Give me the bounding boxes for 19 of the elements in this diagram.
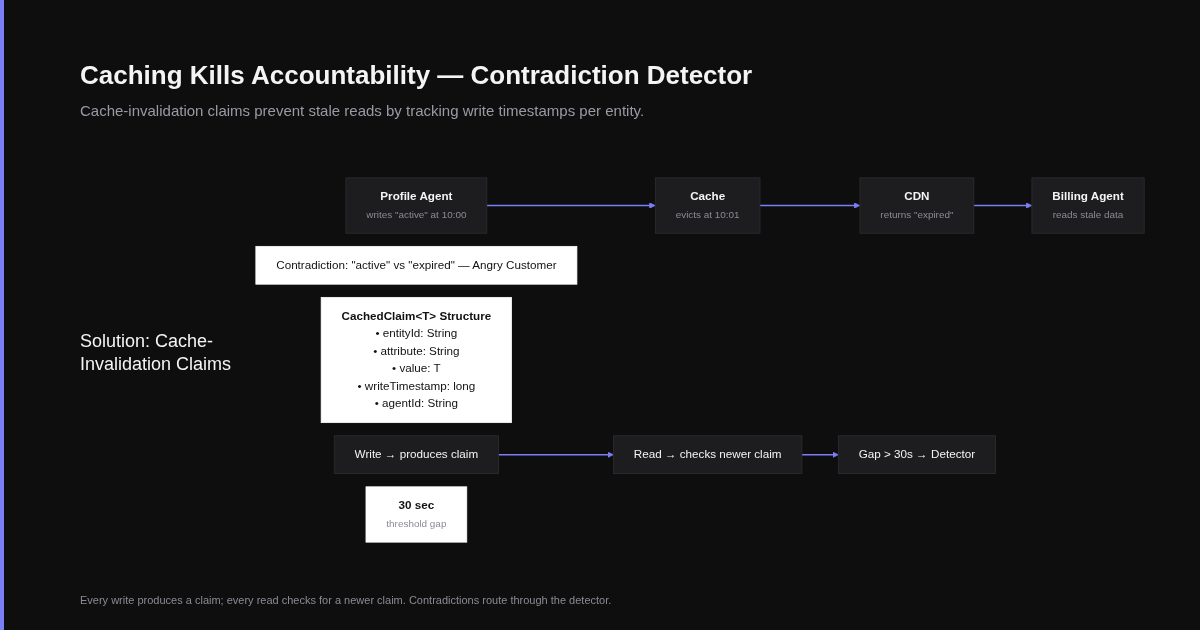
node-box: CDN returns "expired" — [859, 177, 975, 234]
node-box: CachedClaim<T> Structure • entityId: String • attribute: String • value: T • writeTimestamp: long • agentId: String — [320, 296, 512, 424]
arrow — [801, 451, 839, 458]
node-box: Gap > 30s → Detector — [837, 435, 996, 475]
node-box: Billing Agent reads stale data — [1031, 177, 1145, 234]
arrow — [497, 451, 614, 458]
diagram-title: Caching Kills Accountability — Contradiction Detector — [80, 60, 753, 91]
arrow — [973, 202, 1033, 209]
arrow — [759, 202, 861, 209]
node-box: 30 sec threshold gap — [365, 486, 468, 543]
node-box: Read → checks newer claim — [613, 435, 803, 475]
node-box: Contradiction: "active" vs "expired" — Angry Customer — [255, 245, 578, 285]
node-box: Profile Agent writes "active" at 10:00 — [345, 177, 488, 234]
subtitle: Cache-invalidation claims prevent stale reads by tracking write timestamps per entity. — [80, 102, 645, 119]
section-heading: Solution: Cache-Invalidation Claims — [80, 330, 233, 377]
caption: Every write produces a claim; every read checks for a newer claim. Contradictions route through the detector. — [80, 594, 612, 606]
node-box: Cache evicts at 10:01 — [654, 177, 761, 234]
node-box: Write → produces claim — [333, 435, 499, 475]
arrow — [486, 202, 656, 209]
